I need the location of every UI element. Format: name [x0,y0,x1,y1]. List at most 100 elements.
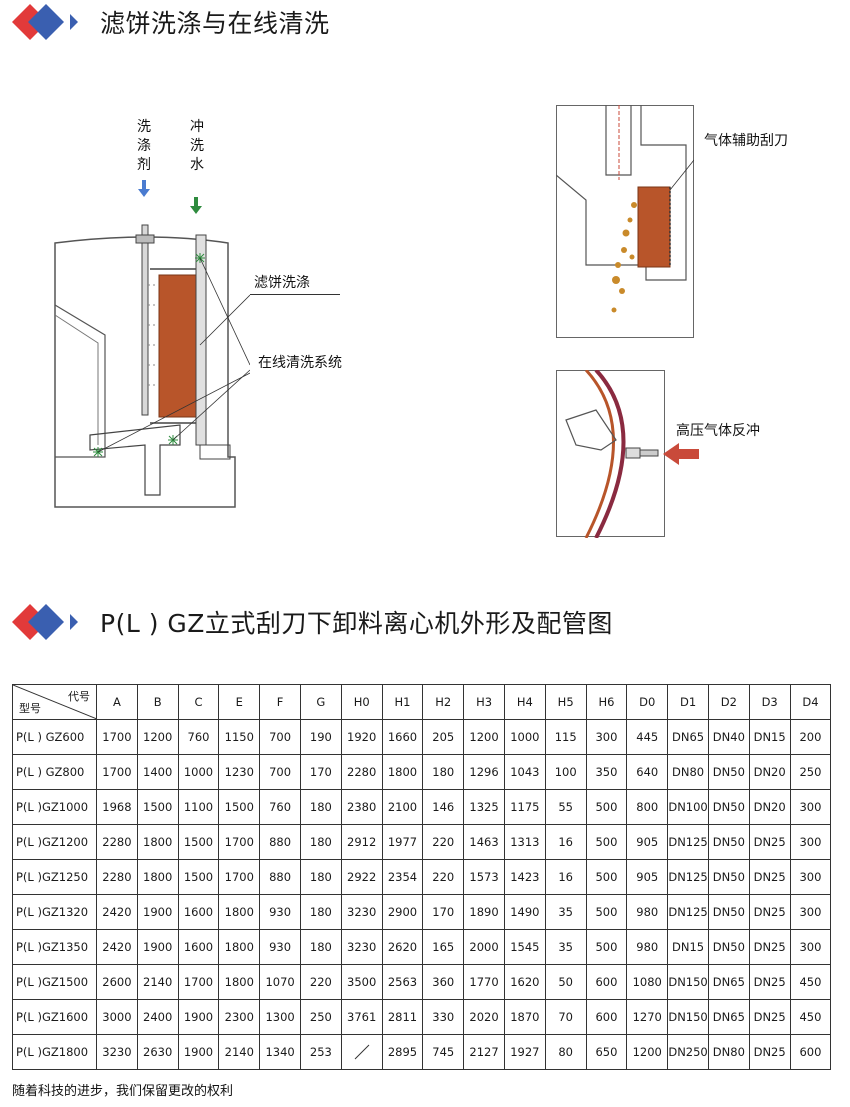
column-header: D1 [667,684,709,720]
value-cell: 450 [789,964,832,1000]
value-cell: 500 [585,894,628,930]
value-cell: 170 [422,894,465,930]
value-cell: 1800 [218,929,261,965]
value-cell: 146 [422,789,465,825]
value-cell: 35 [544,929,587,965]
value-cell: 1500 [136,789,179,825]
value-cell: 650 [585,1034,628,1070]
column-header: D0 [626,684,669,720]
value-cell: 1325 [463,789,505,825]
value-cell: 300 [789,929,832,965]
column-header: A [96,684,138,720]
value-cell: 640 [626,754,669,790]
value-cell: 600 [585,999,628,1035]
value-cell: 1900 [177,1034,220,1070]
value-cell: 500 [585,824,628,860]
value-cell: DN125 [667,824,709,860]
value-cell: 980 [626,894,669,930]
value-cell: DN50 [707,789,750,825]
section-header-cleaning: 滤饼洗涤与在线清洗 [12,2,330,42]
value-cell: 300 [585,719,628,755]
value-cell: 1600 [177,894,220,930]
disclaimer-footer: 随着科技的进步，我们保留更改的权利 [12,1084,234,1099]
column-header: F [259,684,301,720]
value-cell: 1200 [626,1034,669,1070]
value-cell: 760 [177,719,220,755]
value-cell: 980 [626,929,669,965]
flush-water-arrow-icon [190,197,202,214]
model-cell: P(L )GZ1000 [12,789,97,825]
value-cell: 450 [789,999,832,1035]
value-cell: 1968 [96,789,138,825]
value-cell: 1700 [96,719,138,755]
value-cell: 1800 [381,754,424,790]
value-cell: DN65 [707,999,750,1035]
value-cell: 35 [544,894,587,930]
value-cell: 1500 [177,824,220,860]
value-cell: 350 [585,754,628,790]
value-cell: 220 [422,824,465,860]
value-cell: 3000 [96,999,138,1035]
value-cell: 880 [259,859,301,895]
value-cell: 80 [544,1034,587,1070]
value-cell: 300 [789,789,832,825]
value-cell: 250 [789,754,832,790]
flush-water-label: 冲洗水 [190,119,204,173]
value-cell: 1463 [463,824,505,860]
column-header: C [177,684,220,720]
value-cell: 445 [626,719,669,755]
value-cell: DN25 [748,859,791,895]
value-cell: 1400 [136,754,179,790]
value-cell: DN100 [667,789,709,825]
value-cell: 190 [299,719,342,755]
value-cell: 1423 [503,859,546,895]
value-cell: 800 [626,789,669,825]
value-cell: 1200 [136,719,179,755]
value-cell: 3230 [340,894,383,930]
value-cell: 3230 [96,1034,138,1070]
value-cell: 1175 [503,789,546,825]
value-cell: 2280 [96,824,138,860]
value-cell: 2922 [340,859,383,895]
value-cell: 1800 [218,894,261,930]
value-cell: 700 [259,719,301,755]
value-cell: 2380 [340,789,383,825]
model-cell: P(L )GZ1200 [12,824,97,860]
value-cell: 2811 [381,999,424,1035]
value-cell: DN25 [748,999,791,1035]
model-cell: P(L )GZ1600 [12,999,97,1035]
value-cell: 300 [789,824,832,860]
value-cell: 180 [299,859,342,895]
value-cell: 205 [422,719,465,755]
value-cell: 1700 [218,824,261,860]
value-cell: 220 [299,964,342,1000]
value-cell: 2563 [381,964,424,1000]
value-cell: 1890 [463,894,505,930]
cake-washing-underline [250,294,340,295]
column-header: H6 [585,684,628,720]
value-cell: DN50 [707,754,750,790]
value-cell: 180 [299,929,342,965]
value-cell: DN25 [748,964,791,1000]
value-cell: 300 [789,859,832,895]
value-cell: 180 [299,789,342,825]
value-cell: 2140 [218,1034,261,1070]
value-cell: 1000 [503,719,546,755]
value-cell: 1920 [340,719,383,755]
value-cell: 2620 [381,929,424,965]
value-cell: 2895 [381,1034,424,1070]
value-cell: 300 [789,894,832,930]
value-cell: DN125 [667,894,709,930]
online-cleaning-label: 在线清洗系统 [258,355,342,371]
value-cell: 2280 [340,754,383,790]
value-cell: 70 [544,999,587,1035]
value-cell: DN80 [667,754,709,790]
value-cell: DN50 [707,824,750,860]
value-cell: 1700 [177,964,220,1000]
